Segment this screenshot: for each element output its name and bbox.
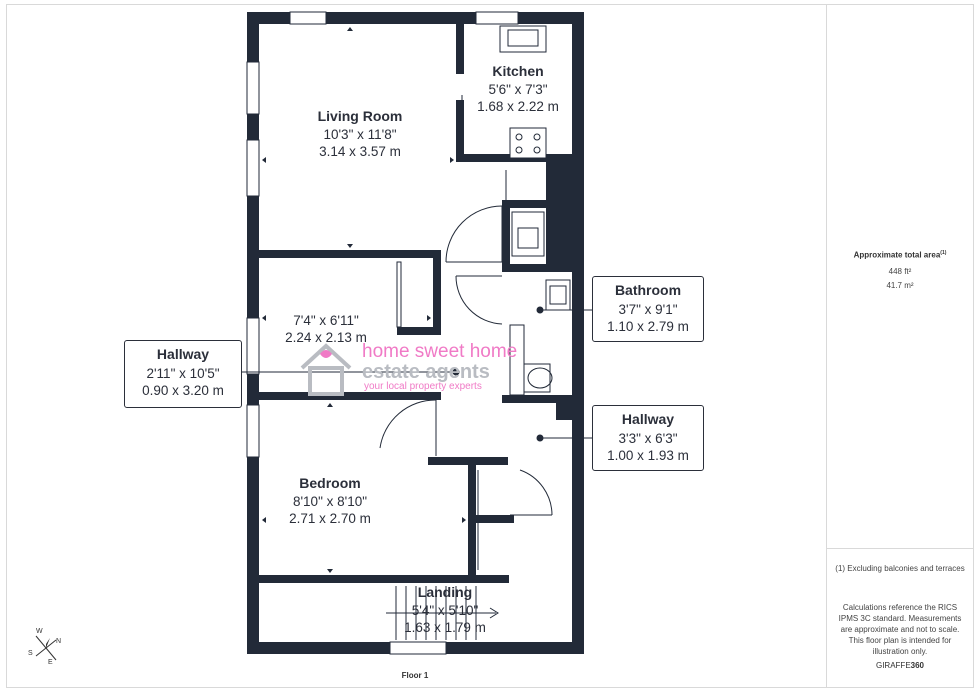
room-metric: 2.71 x 2.70 m bbox=[289, 511, 371, 526]
agent-watermark: home sweet home estate agents your local… bbox=[296, 338, 556, 398]
total-area-title-text: Approximate total area bbox=[853, 250, 941, 260]
windows bbox=[246, 11, 519, 655]
callout-imperial: 2'11" x 10'5" bbox=[146, 366, 220, 381]
total-area-footnote-marker: (1) bbox=[940, 250, 947, 256]
callout-metric: 0.90 x 3.20 m bbox=[142, 383, 224, 398]
compass-n: N bbox=[56, 638, 62, 645]
callout-name: Hallway bbox=[156, 346, 210, 362]
panel-separator bbox=[827, 548, 974, 549]
doors bbox=[379, 95, 553, 516]
watermark-line-3: your local property experts bbox=[364, 381, 482, 392]
compass-w: W bbox=[36, 628, 43, 635]
fixtures bbox=[396, 25, 571, 570]
room-imperial: 10'3" x 11'8" bbox=[323, 127, 397, 142]
note-rics: Calculations reference the RICS IPMS 3C … bbox=[838, 603, 962, 656]
room-name: Living Room bbox=[317, 108, 403, 124]
total-area-title: Approximate total area(1) bbox=[830, 248, 970, 261]
dimension-ticks bbox=[262, 27, 570, 573]
brand-logo: GIRAFFE360 bbox=[830, 660, 970, 671]
stairs bbox=[386, 586, 499, 640]
room-bedroom: Bedroom 8'10" x 8'10" 2.71 x 2.70 m bbox=[270, 475, 390, 527]
room-metric: 1.68 x 2.22 m bbox=[477, 99, 559, 114]
room-kitchen: Kitchen 5'6" x 7'3" 1.68 x 2.22 m bbox=[472, 63, 564, 115]
callout-imperial: 3'3" x 6'3" bbox=[618, 431, 678, 446]
room-imperial: 5'4" x 5'10" bbox=[411, 603, 479, 618]
panel-divider bbox=[826, 4, 827, 688]
total-area-ft: 448 ft² bbox=[888, 267, 912, 276]
drawing-frame bbox=[6, 4, 974, 688]
callout-name: Bathroom bbox=[614, 282, 682, 298]
room-name: Landing bbox=[417, 584, 473, 600]
callout-metric: 1.00 x 1.93 m bbox=[607, 448, 689, 463]
compass-e: E bbox=[48, 659, 53, 666]
room-storage: 7'4" x 6'11" 2.24 x 2.13 m bbox=[266, 312, 386, 346]
room-landing: Landing 5'4" x 5'10" 1.63 x 1.79 m bbox=[390, 584, 500, 636]
room-metric: 1.63 x 1.79 m bbox=[404, 620, 486, 635]
callout-hallway-right: Hallway 3'3" x 6'3" 1.00 x 1.93 m bbox=[592, 405, 704, 471]
leader-lines bbox=[242, 306, 592, 442]
room-name: Bedroom bbox=[299, 475, 361, 491]
room-imperial: 7'4" x 6'11" bbox=[293, 313, 359, 328]
callout-bathroom: Bathroom 3'7" x 9'1" 1.10 x 2.79 m bbox=[592, 276, 704, 342]
watermark-line-2: estate agents bbox=[362, 361, 490, 383]
room-imperial: 5'6" x 7'3" bbox=[488, 82, 548, 97]
room-metric: 3.14 x 3.57 m bbox=[319, 144, 401, 159]
compass-icon bbox=[35, 635, 57, 661]
callout-imperial: 3'7" x 9'1" bbox=[618, 302, 678, 317]
room-imperial: 8'10" x 8'10" bbox=[292, 494, 368, 509]
callout-metric: 1.10 x 2.79 m bbox=[607, 319, 689, 334]
brand-name: GIRAFFE bbox=[875, 661, 911, 670]
room-name: Kitchen bbox=[492, 63, 544, 79]
total-area-m: 41.7 m² bbox=[886, 281, 914, 290]
floor-label: Floor 1 bbox=[401, 671, 429, 680]
house-logo-icon bbox=[300, 343, 352, 396]
room-metric: 2.24 x 2.13 m bbox=[285, 330, 367, 345]
compass-rose: W N S E bbox=[28, 628, 64, 668]
callout-name: Hallway bbox=[621, 411, 675, 427]
note-balconies: (1) Excluding balconies and terraces bbox=[835, 564, 965, 573]
watermark-line-1: home sweet home bbox=[362, 341, 518, 362]
brand-number: 360 bbox=[910, 661, 925, 670]
room-living-room: Living Room 10'3" x 11'8" 3.14 x 3.57 m bbox=[290, 108, 430, 160]
callout-hallway-left: Hallway 2'11" x 10'5" 0.90 x 3.20 m bbox=[124, 340, 242, 408]
compass-s: S bbox=[28, 650, 33, 657]
